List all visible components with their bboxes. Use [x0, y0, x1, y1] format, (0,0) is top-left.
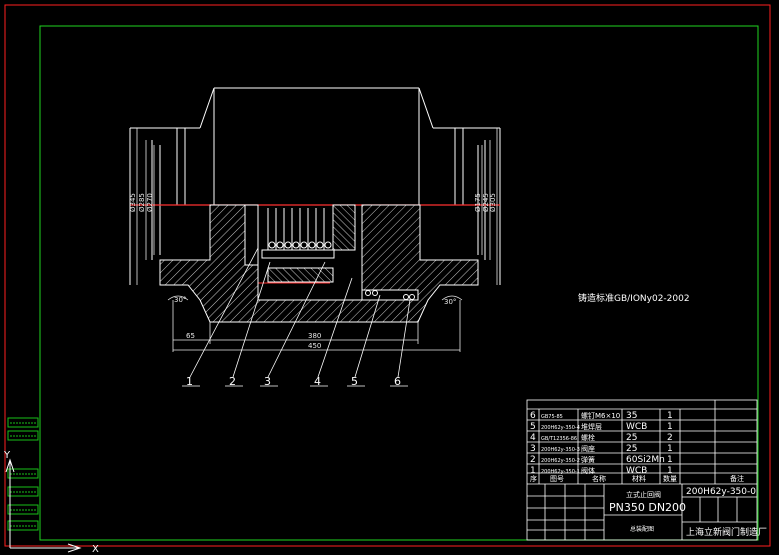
svg-text:X: X	[92, 544, 99, 555]
bom-cell-material: WCB	[626, 466, 647, 476]
left-tool-strip[interactable]	[7, 417, 39, 531]
drawing-no: 200H62y-350-0	[686, 487, 756, 497]
leader-5: 5	[351, 375, 358, 388]
bom-cell-no: 2	[530, 455, 536, 465]
leader-6: 6	[394, 375, 401, 388]
dim-d4: Ø175	[474, 193, 482, 212]
bom-header-material: 材料	[632, 474, 646, 483]
bom-cell-no: 5	[530, 422, 536, 432]
angle-marks	[167, 295, 463, 301]
bom-cell-qty: 1	[667, 444, 673, 454]
bom-header: 序 图号 名称 材料 数量 备注	[530, 474, 744, 483]
diameter-dimensions	[136, 128, 498, 285]
drawing-border	[39, 25, 759, 541]
bom-cell-no: 3	[530, 444, 536, 454]
svg-text:Y: Y	[3, 450, 11, 461]
bom-cell-code: GB75-85	[541, 414, 563, 420]
bom-header-no: 序	[530, 474, 537, 483]
bom-cell-qty: 1	[667, 422, 673, 432]
bom-cell-code: 200H62y-350-4	[541, 425, 580, 431]
leader-3: 3	[264, 375, 271, 388]
dim-d5: Ø245	[482, 193, 490, 212]
bom-cell-qty: 1	[667, 411, 673, 421]
standard-note: 铸造标准GB/IONy02-2002	[578, 292, 690, 304]
dim-65: 65	[186, 332, 195, 340]
bom-cell-no: 6	[530, 411, 536, 421]
bom-cell-qty: 1	[667, 466, 673, 476]
spec: PN350 DN200	[609, 501, 686, 514]
leader-1: 1	[186, 375, 193, 388]
bom-header-name: 名称	[592, 474, 606, 483]
bom-cell-qty: 1	[667, 455, 673, 465]
bom-cell-material: WCB	[626, 422, 647, 432]
bom-cell-qty: 2	[667, 433, 673, 443]
bom-cell-name: 弹簧	[581, 455, 595, 464]
bom-cell-code: GB/T12356-86	[541, 436, 577, 442]
dim-d6: Ø305	[489, 193, 497, 212]
bom-header-code: 图号	[550, 475, 564, 483]
dim-d3: Ø270	[146, 193, 154, 212]
company: 上海立新阀门制造厂	[686, 526, 767, 538]
bom-cell-no: 1	[530, 466, 536, 476]
bom-cell-code: 200H62y-350-3	[541, 447, 580, 453]
leader-lines	[182, 247, 411, 387]
bom-cell-material: 25	[626, 444, 637, 454]
sheet-label: 总装配图	[630, 525, 654, 533]
bom-cell-material: 35	[626, 411, 637, 421]
product-name: 立式止回阀	[626, 490, 661, 499]
bom-cell-name: 阀体	[581, 466, 595, 475]
bom-cell-material: 60Si2Mn	[626, 455, 665, 465]
bolts	[365, 290, 415, 300]
leader-4: 4	[314, 375, 321, 388]
angle-right: 30°	[444, 298, 456, 306]
leader-labels: 1 2 3 4 5 6	[186, 375, 401, 388]
bom-cell-name: 螺钉M6×10	[581, 411, 620, 420]
dim-380: 380	[308, 332, 321, 340]
bom-cell-code: 200H62y-350-1	[541, 469, 580, 475]
bom-header-qty: 数量	[663, 474, 677, 483]
bom-cell-name: 阀座	[581, 444, 595, 453]
outer-frame	[4, 4, 771, 547]
leader-2: 2	[229, 375, 236, 388]
bom-cell-no: 4	[530, 433, 536, 443]
bom-cell-name: 堆焊层	[581, 422, 602, 431]
dim-450: 450	[308, 342, 321, 350]
bom-cell-name: 螺栓	[581, 433, 595, 442]
spring	[261, 208, 335, 259]
angle-left: 30°	[174, 296, 186, 304]
diameter-labels: Ø345 Ø285 Ø270 Ø175 Ø245 Ø305	[129, 193, 497, 212]
lower-body-section	[159, 204, 479, 323]
bom-table	[526, 399, 758, 541]
ucs-axis-icon: X Y	[3, 450, 99, 555]
dim-d1: Ø345	[129, 193, 137, 212]
bom-header-remark: 备注	[730, 474, 744, 483]
bom-cell-code: 200H62y-350-2	[541, 458, 580, 464]
dim-d2: Ø285	[138, 193, 146, 212]
bom-cell-material: 25	[626, 433, 637, 443]
upper-body	[129, 87, 501, 285]
